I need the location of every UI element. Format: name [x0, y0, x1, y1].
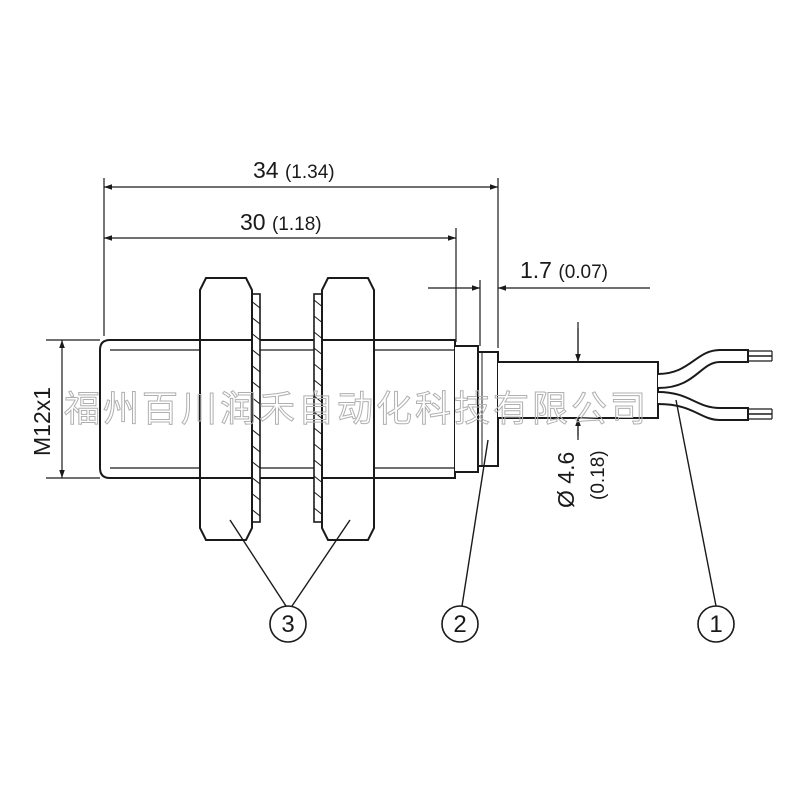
nut-right	[321, 277, 375, 541]
dim-cable-diameter: Ø 4.6	[553, 452, 579, 508]
dim-body-length: 30 (1.18)	[240, 209, 322, 235]
cable	[498, 349, 773, 421]
callout-1: 1	[697, 605, 735, 643]
callout-2: 2	[441, 605, 479, 643]
dim-cable-diameter-inch: (0.18)	[588, 450, 609, 500]
sensor-body	[99, 277, 773, 541]
dim-flange: 1.7 (0.07)	[520, 257, 608, 283]
dim-thread: M12x1	[29, 387, 55, 456]
dim-overall-length: 34 (1.34)	[253, 157, 335, 183]
callout-2-label: 2	[453, 611, 466, 638]
callout-3-label: 3	[281, 611, 294, 638]
extension-lines	[46, 178, 579, 479]
callout-3: 3	[269, 605, 307, 643]
nut-left	[199, 277, 253, 541]
watermark: 福州百川润禾自动化科技有限公司	[64, 389, 649, 430]
leader-lines	[229, 399, 717, 607]
callout-1-label: 1	[709, 611, 722, 638]
dimension-lines	[59, 184, 650, 478]
